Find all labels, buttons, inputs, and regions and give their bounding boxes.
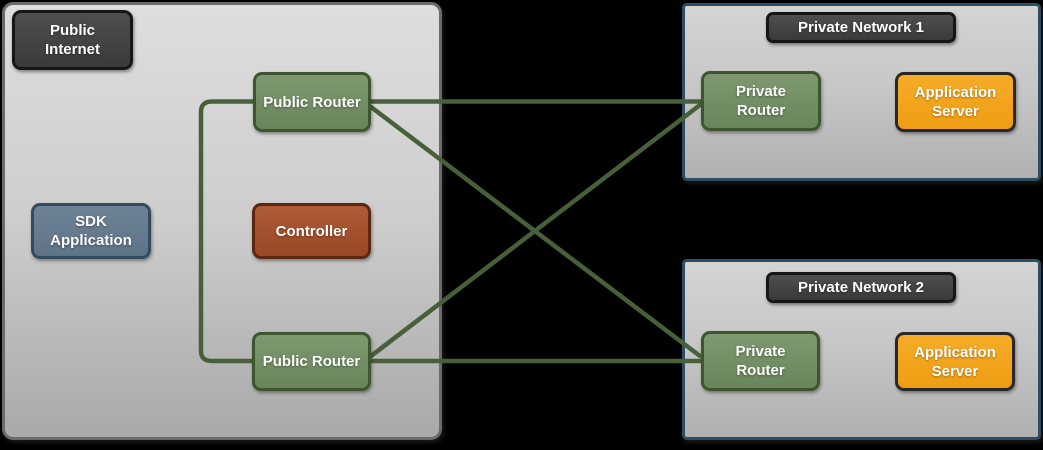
private-router-2-node: Private Router bbox=[701, 331, 820, 391]
private-router-1-label: Private Router bbox=[735, 83, 787, 119]
private-network-1-label-text: Private Network 1 bbox=[798, 19, 924, 36]
application-server-2-node: Application Server bbox=[895, 332, 1015, 391]
public-router-top-label: Public Router bbox=[263, 93, 361, 111]
private-network-1-label: Private Network 1 bbox=[766, 12, 956, 43]
private-router-1-node: Private Router bbox=[701, 71, 821, 131]
public-router-bottom-node: Public Router bbox=[252, 332, 371, 391]
public-router-bottom-label: Public Router bbox=[262, 353, 361, 370]
application-server-2-label: Application Server bbox=[914, 343, 996, 380]
sdk-application-label: SDK Application bbox=[50, 213, 132, 249]
private-network-2-label-text: Private Network 2 bbox=[798, 279, 924, 296]
public-internet-label: Public Internet bbox=[12, 10, 133, 70]
private-network-2-label: Private Network 2 bbox=[766, 272, 956, 303]
private-router-2-label: Private Router bbox=[735, 343, 786, 379]
controller-node: Controller bbox=[252, 203, 371, 259]
public-internet-label-text: Public Internet bbox=[44, 22, 100, 58]
application-server-1-label: Application Server bbox=[914, 84, 997, 120]
controller-label: Controller bbox=[275, 222, 348, 240]
application-server-1-node: Application Server bbox=[895, 72, 1016, 132]
public-router-top-node: Public Router bbox=[253, 72, 371, 132]
sdk-application-node: SDK Application bbox=[31, 203, 151, 259]
